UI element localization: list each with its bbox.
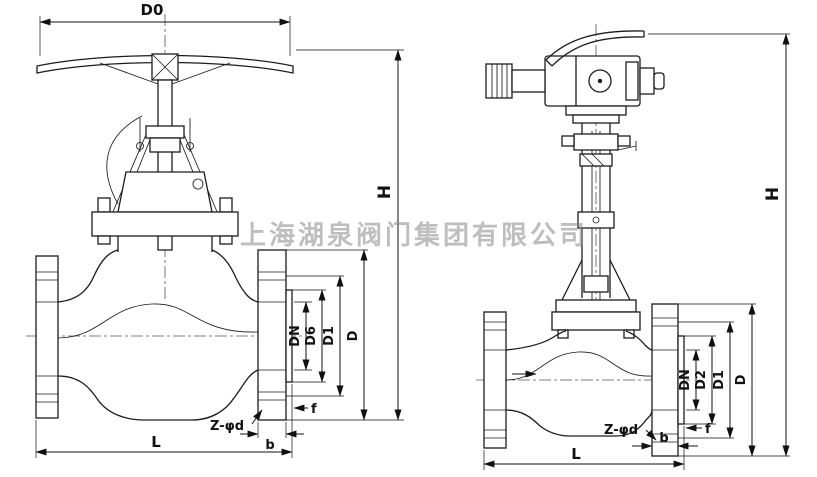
- dim-label-f-right: f: [705, 422, 711, 437]
- watermark-text: 上海湖泉阀门集团有限公司: [240, 220, 588, 251]
- dim-label-h-left: H: [375, 185, 395, 199]
- dim-label-h-right: H: [763, 187, 783, 201]
- dim-label-zd-right: Z-φd: [604, 423, 638, 438]
- valve-body: [57, 236, 259, 421]
- dim-label-l-right: L: [571, 445, 581, 463]
- dim-label-d1-left: D1: [322, 326, 337, 346]
- actuator-lever: [545, 30, 645, 67]
- dim-label-zd-left: Z-φd: [210, 419, 244, 434]
- dim-label-l-left: L: [151, 433, 161, 451]
- handwheel: [36, 53, 294, 85]
- dim-label-f-left: f: [311, 402, 317, 417]
- left-inlet-flange-right-valve: [483, 311, 507, 449]
- dim-label-d1-right: D1: [712, 370, 727, 390]
- right-valve: H DN D2 D1 D Z-φd f b: [476, 24, 790, 470]
- dim-label-dn-left: DN: [288, 325, 303, 347]
- dim-label-d2: D2: [694, 370, 709, 390]
- bonnet-right: [551, 299, 641, 339]
- valve-body-right: [505, 330, 653, 437]
- yoke-column: [561, 123, 637, 301]
- right-outlet-flange: [257, 249, 293, 421]
- dim-label-d-right: D: [734, 374, 749, 385]
- bonnet: [91, 171, 239, 245]
- dim-label-d-left: D: [346, 330, 361, 341]
- right-valve-dimensions: H DN D2 D1 D Z-φd f b: [483, 33, 790, 470]
- left-valve-dimensions: D0 H DN D6 D1 D Z-φd f: [35, 1, 404, 458]
- actuator-handwheel: [485, 63, 546, 99]
- left-valve: D0 H DN D6 D1 D Z-φd f: [26, 1, 404, 458]
- dim-label-b-left: b: [265, 438, 274, 453]
- dim-label-d0: D0: [141, 1, 164, 19]
- dim-label-b-right: b: [659, 431, 668, 446]
- gland-packing: [136, 118, 194, 153]
- left-inlet-flange: [35, 255, 59, 419]
- dim-label-dn-right: DN: [678, 369, 693, 391]
- dim-label-d6: D6: [304, 326, 319, 346]
- electric-actuator: [485, 30, 665, 124]
